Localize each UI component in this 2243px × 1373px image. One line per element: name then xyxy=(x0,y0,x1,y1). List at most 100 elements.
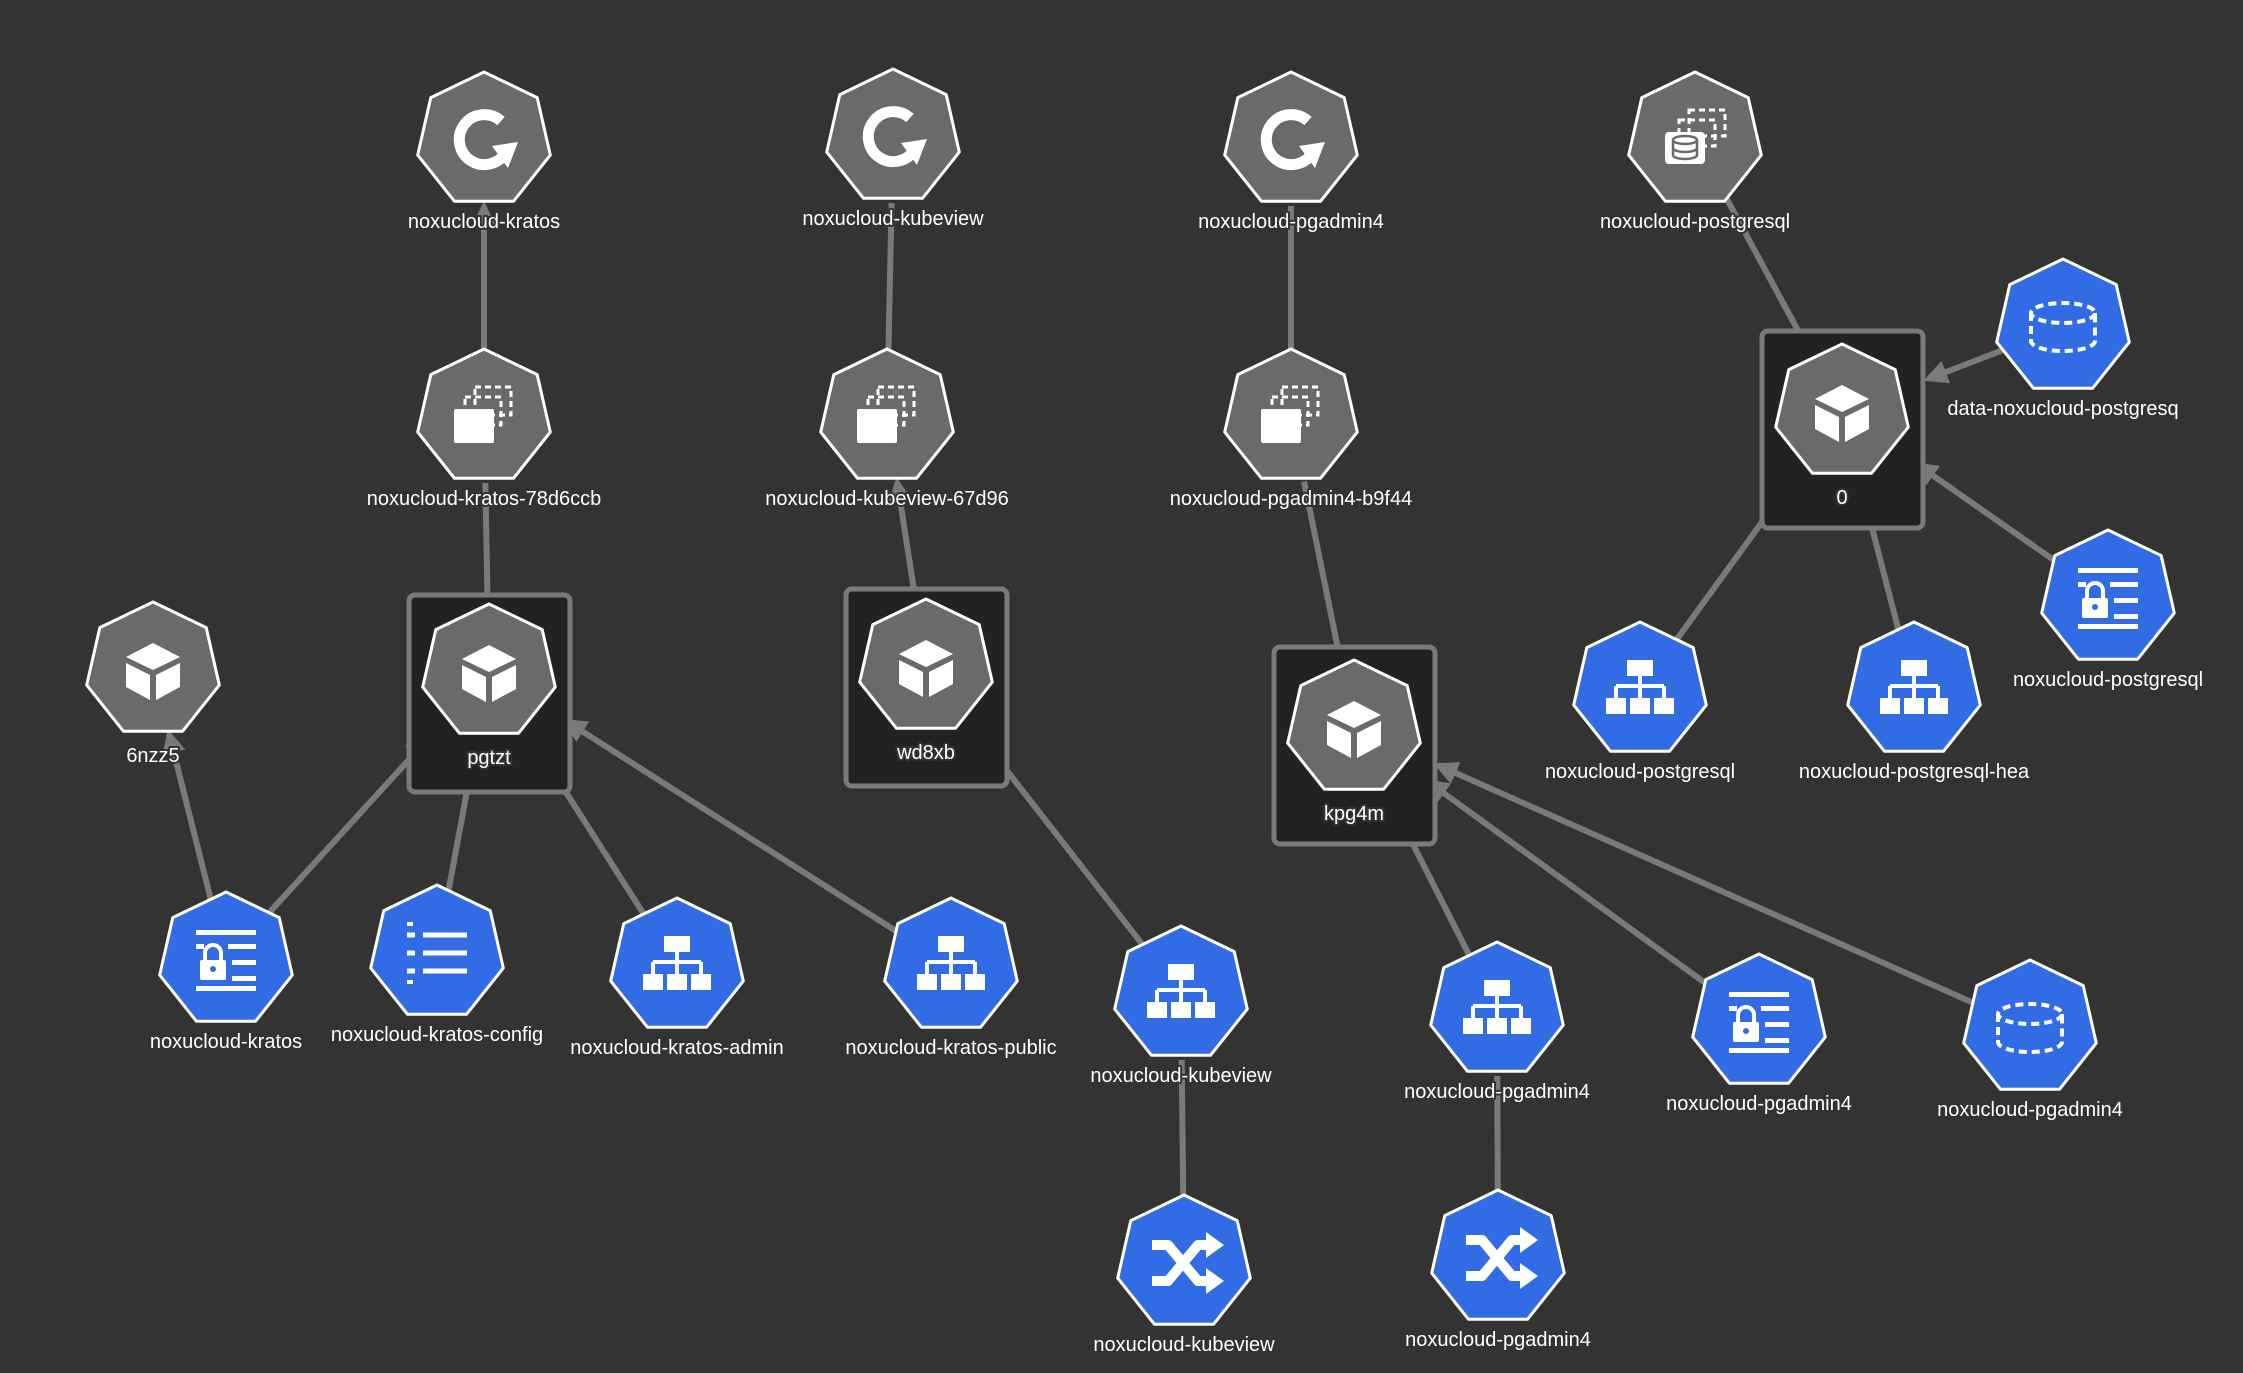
pod-icon xyxy=(462,645,516,702)
edge-svc-kratos-public-to-pod-pgtzt xyxy=(562,718,903,937)
node-label: noxucloud-kratos-admin xyxy=(570,1037,783,1059)
replicaset-icon xyxy=(454,385,513,443)
node-label: noxucloud-kubeview xyxy=(1093,1334,1275,1356)
node-cm-kratos-config[interactable]: noxucloud-kratos-config xyxy=(329,883,545,1048)
node-shape xyxy=(369,883,505,1016)
nodes: noxucloud-kratos noxucloud-kubeview noxucl… xyxy=(85,67,2205,1358)
node-pod-wd8xb[interactable]: wd8xb xyxy=(858,597,994,766)
node-rs-kubeview[interactable]: noxucloud-kubeview-67d96 xyxy=(763,347,1011,512)
deployment-icon xyxy=(453,109,518,171)
node-deploy-kratos[interactable]: noxucloud-kratos xyxy=(406,70,562,235)
node-label: noxucloud-pgadmin4-b9f44 xyxy=(1170,488,1412,510)
secret-icon xyxy=(1729,992,1789,1053)
node-secret-pgadmin4[interactable]: noxucloud-pgadmin4 xyxy=(1664,952,1854,1117)
node-label: noxucloud-kratos-config xyxy=(331,1024,543,1046)
replicaset-icon xyxy=(857,385,916,443)
node-label: pgtzt xyxy=(467,747,511,769)
node-shape xyxy=(2040,528,2176,661)
node-label: noxucloud-postgresql xyxy=(2013,669,2203,691)
service-icon xyxy=(917,936,985,990)
pvc-icon xyxy=(2029,301,2097,353)
node-svc-pgadmin4[interactable]: noxucloud-pgadmin4 xyxy=(1402,940,1592,1105)
edge-svc-kubeview-to-pod-wd8xb xyxy=(979,735,1147,949)
replicaset-icon xyxy=(1261,385,1320,443)
node-sts-postgresql[interactable]: noxucloud-postgresql xyxy=(1598,70,1792,235)
node-svc-kubeview[interactable]: noxucloud-kubeview xyxy=(1088,924,1274,1089)
edge-ing-kubeview-to-svc-kubeview xyxy=(1178,1059,1187,1204)
node-label: noxucloud-kratos xyxy=(408,211,560,233)
node-secret-postgresql[interactable]: noxucloud-postgresql xyxy=(2011,528,2205,693)
node-label: noxucloud-pgadmin4 xyxy=(1666,1093,1852,1115)
edges xyxy=(162,196,2061,1204)
node-shape xyxy=(416,70,552,203)
node-label: noxucloud-kratos-78d6ccb xyxy=(367,488,602,510)
node-label: noxucloud-postgresql xyxy=(1600,211,1790,233)
secret-icon xyxy=(196,930,256,991)
node-rs-pgadmin4[interactable]: noxucloud-pgadmin4-b9f44 xyxy=(1168,347,1414,512)
node-label: noxucloud-kratos xyxy=(150,1031,302,1053)
edge-secret-kratos-to-pod-6nzz5 xyxy=(162,729,215,903)
node-shape xyxy=(1962,958,2098,1091)
service-icon xyxy=(643,936,711,990)
node-label: 0 xyxy=(1836,487,1847,509)
service-icon xyxy=(1606,660,1674,714)
edge-secret-postgresql-to-pod-0 xyxy=(1913,461,2061,567)
node-rs-kratos[interactable]: noxucloud-kratos-78d6ccb xyxy=(365,347,603,512)
statefulset-icon xyxy=(1665,108,1727,164)
pod-icon xyxy=(899,640,953,697)
edge-pod-kpg4m-to-rs-pgadmin4 xyxy=(1301,481,1346,670)
node-pod-6nzz5[interactable]: 6nzz5 xyxy=(85,600,221,769)
edge-pod-pgtzt-to-rs-kratos xyxy=(482,482,491,613)
ingress-icon xyxy=(1466,1227,1538,1289)
node-label: data-noxucloud-postgresq xyxy=(1947,398,2178,420)
pod-icon xyxy=(1815,385,1869,442)
node-shape xyxy=(1691,952,1827,1085)
node-svc-kratos-public[interactable]: noxucloud-kratos-public xyxy=(843,896,1059,1061)
node-ing-pgadmin4[interactable]: noxucloud-pgadmin4 xyxy=(1403,1188,1593,1353)
node-pod-kpg4m[interactable]: kpg4m xyxy=(1286,658,1422,827)
node-deploy-pgadmin4[interactable]: noxucloud-pgadmin4 xyxy=(1196,70,1386,235)
service-icon xyxy=(1147,964,1215,1018)
node-pod-pgtzt[interactable]: pgtzt xyxy=(421,602,557,771)
service-icon xyxy=(1463,980,1531,1034)
node-shape xyxy=(158,890,294,1023)
node-label: 6nzz5 xyxy=(126,745,179,767)
node-label: noxucloud-kubeview xyxy=(1090,1065,1272,1087)
edge-pvc-postgresql-to-pod-0 xyxy=(1923,345,2009,384)
configmap-icon xyxy=(407,922,467,984)
node-label: wd8xb xyxy=(896,742,955,764)
node-secret-kratos[interactable]: noxucloud-kratos xyxy=(148,890,304,1055)
node-label: noxucloud-pgadmin4 xyxy=(1198,211,1384,233)
service-icon xyxy=(1880,660,1948,714)
node-label: noxucloud-kubeview xyxy=(802,208,984,230)
node-shape xyxy=(825,67,961,200)
deployment-icon xyxy=(862,106,927,168)
node-label: noxucloud-postgresql xyxy=(1545,761,1735,783)
pod-icon xyxy=(126,643,180,700)
ingress-icon xyxy=(1152,1232,1224,1294)
node-deploy-kubeview[interactable]: noxucloud-kubeview xyxy=(800,67,986,232)
node-svc-kratos-admin[interactable]: noxucloud-kratos-admin xyxy=(568,896,786,1061)
node-pod-0[interactable]: 0 xyxy=(1774,342,1910,511)
pod-icon xyxy=(1327,701,1381,758)
node-svc-postgresql-hea[interactable]: noxucloud-postgresql-hea xyxy=(1797,620,2032,785)
node-label: kpg4m xyxy=(1324,803,1384,825)
edge-pvc-pgadmin4-to-pod-kpg4m xyxy=(1433,762,1977,1007)
node-shape xyxy=(1223,70,1359,203)
edge-secret-pgadmin4-to-pod-kpg4m xyxy=(1424,779,1713,990)
deployment-icon xyxy=(1260,109,1325,171)
node-svc-postgresql[interactable]: noxucloud-postgresql xyxy=(1543,620,1737,785)
node-shape xyxy=(1995,257,2131,390)
edge-ing-pgadmin4-to-svc-pgadmin4 xyxy=(1494,1075,1501,1199)
edge-secret-kratos-to-pod-pgtzt xyxy=(264,736,431,918)
node-pvc-postgresql[interactable]: data-noxucloud-postgresq xyxy=(1945,257,2181,422)
edge-rs-kubeview-to-deploy-kubeview xyxy=(885,202,895,358)
node-pvc-pgadmin4[interactable]: noxucloud-pgadmin4 xyxy=(1935,958,2125,1123)
node-label: noxucloud-pgadmin4 xyxy=(1404,1081,1590,1103)
node-ing-kubeview[interactable]: noxucloud-kubeview xyxy=(1091,1193,1277,1358)
node-label: noxucloud-kratos-public xyxy=(845,1037,1056,1059)
pvc-icon xyxy=(1996,1002,2064,1054)
secret-icon xyxy=(2078,568,2138,629)
node-label: noxucloud-pgadmin4 xyxy=(1405,1329,1591,1351)
